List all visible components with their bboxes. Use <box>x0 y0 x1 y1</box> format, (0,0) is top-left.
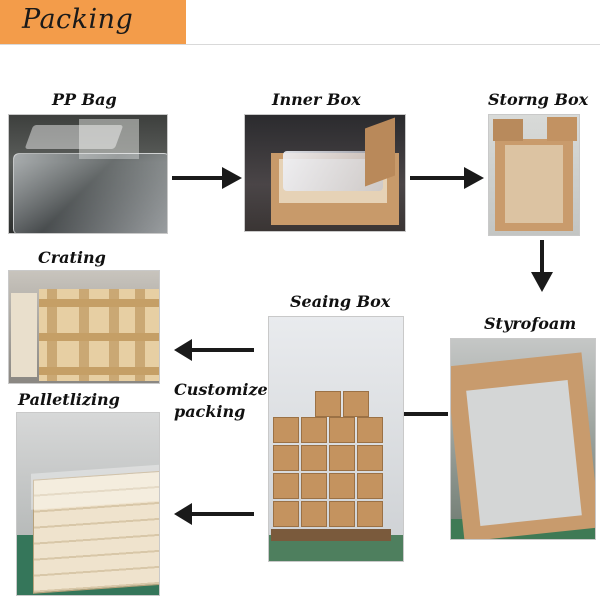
step-label-strong-box: Storng Box <box>488 90 589 109</box>
note-line-2: packing <box>174 402 246 421</box>
arrow-right-icon <box>410 167 484 189</box>
sealing-box-photo <box>268 316 404 562</box>
arrow-left-icon <box>174 339 254 361</box>
section-header: Packing <box>0 0 186 44</box>
strong-box-photo <box>488 114 580 236</box>
step-label-pp-bag: PP Bag <box>52 90 117 109</box>
section-title: Packing <box>22 4 134 35</box>
arrow-down-icon <box>531 240 553 292</box>
step-label-crating: Crating <box>38 248 106 267</box>
step-label-inner-box: Inner Box <box>272 90 361 109</box>
arrow-right-icon <box>172 167 242 189</box>
step-label-sealing-box: Seaing Box <box>290 292 391 311</box>
palletizing-photo <box>16 412 160 596</box>
note-line-1: Customize <box>174 380 268 399</box>
styrofoam-photo <box>450 338 596 540</box>
inner-box-photo <box>244 114 406 232</box>
step-label-styrofoam: Styrofoam <box>484 314 577 333</box>
step-label-palletizing: Palletlizing <box>18 390 120 409</box>
header-divider <box>0 44 600 45</box>
arrow-left-icon <box>174 503 254 525</box>
pp-bag-photo <box>8 114 168 234</box>
crating-photo <box>8 270 160 384</box>
